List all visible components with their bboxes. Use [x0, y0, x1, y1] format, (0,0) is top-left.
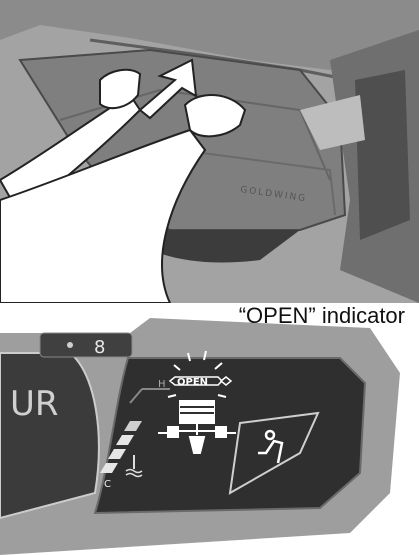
top-digit-window	[40, 333, 132, 357]
gear-indicator-text: UR	[10, 384, 59, 424]
left-gauge-display	[0, 353, 99, 518]
instrument-display-illustration: “OPEN” indicator UR 8 H C	[0, 303, 419, 555]
open-indicator-callout: “OPEN” indicator	[239, 303, 405, 329]
top-digit-text: 8	[94, 337, 105, 358]
instrument-cluster: UR 8 H C OPEN	[0, 303, 419, 555]
temp-high-label: H	[158, 379, 166, 390]
saddlebag-scene: GOLDWING	[0, 0, 419, 303]
open-indicator-text: OPEN	[177, 377, 208, 388]
saddlebag-closing-illustration: GOLDWING	[0, 0, 419, 303]
temp-low-label: C	[104, 479, 111, 490]
